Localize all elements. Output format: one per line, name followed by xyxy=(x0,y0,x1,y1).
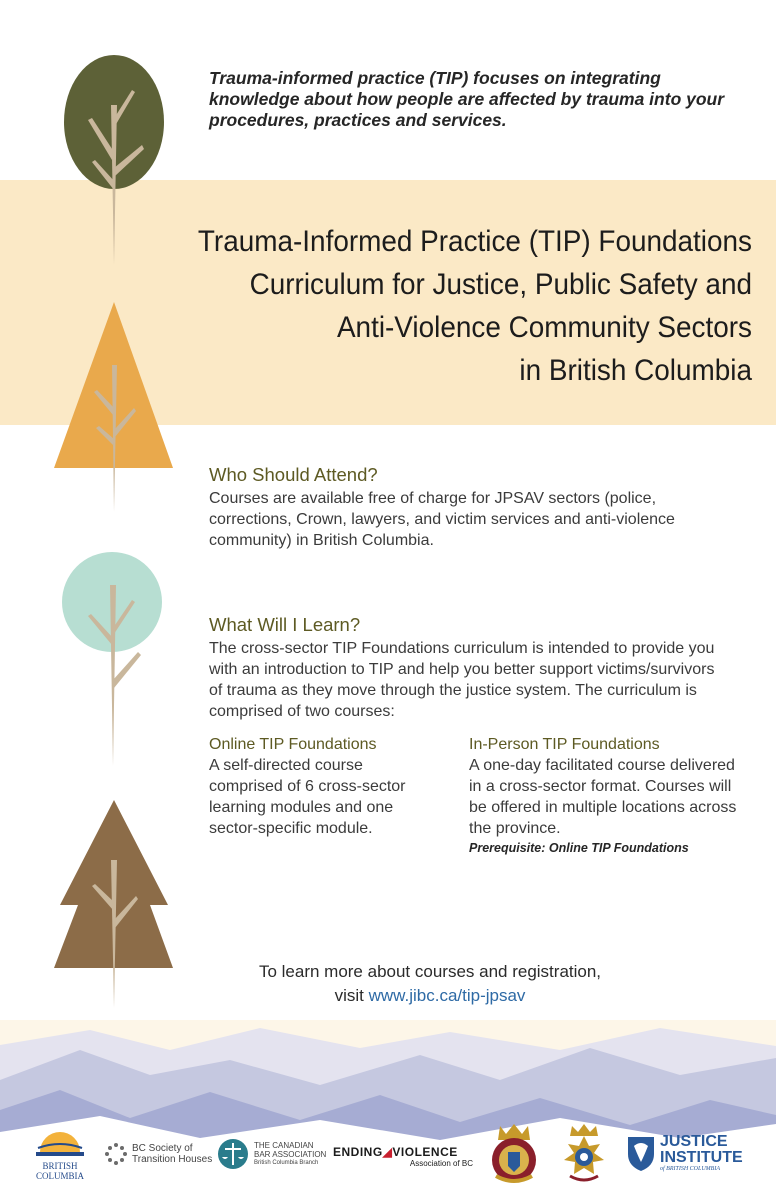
scales-icon xyxy=(218,1139,248,1169)
who-heading: Who Should Attend? xyxy=(209,464,378,485)
ev-slash-icon: ◢ xyxy=(382,1145,393,1159)
jibc-text: JUSTICE INSTITUTE of BRITISH COLUMBIA xyxy=(660,1133,743,1173)
cba-logo[interactable]: THE CANADIAN BAR ASSOCIATION British Col… xyxy=(217,1138,326,1170)
ev-title: ENDING◢VIOLENCE xyxy=(333,1145,473,1159)
title-line-1: Trauma-Informed Practice (TIP) Foundatio… xyxy=(197,225,752,258)
cta: To learn more about courses and registra… xyxy=(140,960,720,1008)
trees-illustration xyxy=(54,55,173,1008)
dots-circle-icon xyxy=(105,1143,127,1165)
who-body: Courses are available free of charge for… xyxy=(209,490,675,549)
prerequisite-note: Prerequisite: Online TIP Foundations xyxy=(469,841,689,855)
sun-icon xyxy=(36,1132,84,1156)
shield-icon xyxy=(628,1137,654,1171)
title-line-3: Anti-Violence Community Sectors xyxy=(336,311,752,344)
jibc-line-1: JUSTICE xyxy=(660,1133,728,1150)
tree-oval-icon xyxy=(64,55,164,265)
what-body: The cross-sector TIP Foundations curricu… xyxy=(209,640,715,720)
title-line-4: in British Columbia xyxy=(519,354,752,387)
what-heading: What Will I Learn? xyxy=(209,614,361,635)
tree-pine-icon xyxy=(54,800,173,1008)
bc-logo-text: BRITISH COLUMBIA xyxy=(35,1161,84,1181)
cba-text: THE CANADIAN BAR ASSOCIATION British Col… xyxy=(254,1141,326,1168)
bcsth-text: BC Society of Transition Houses xyxy=(132,1143,212,1165)
who-section: Who Should Attend? Courses are available… xyxy=(209,464,709,551)
title-line-2: Curriculum for Justice, Public Safety an… xyxy=(249,268,752,301)
cta-line: To learn more about courses and registra… xyxy=(258,962,602,981)
inperson-body: A one-day facilitated course delivered i… xyxy=(469,757,737,837)
page-title: Trauma-Informed Practice (TIP) Foundatio… xyxy=(175,220,752,392)
jibc-logo[interactable]: JUSTICE INSTITUTE of BRITISH COLUMBIA xyxy=(626,1134,743,1172)
tree-triangle-icon xyxy=(54,302,173,512)
inperson-heading: In-Person TIP Foundations xyxy=(469,736,660,753)
jibc-line-3: of BRITISH COLUMBIA xyxy=(660,1166,720,1172)
jibc-line-2: INSTITUTE xyxy=(660,1149,743,1166)
cba-line-2: BAR ASSOCIATION xyxy=(254,1149,327,1159)
bcsth-line-1: BC Society of xyxy=(132,1143,193,1154)
rcmp-crest-icon[interactable] xyxy=(486,1120,542,1186)
online-body: A self-directed course comprised of 6 cr… xyxy=(209,757,406,837)
ev-subtitle: Association of BC xyxy=(409,1159,473,1168)
mountains-illustration xyxy=(0,1020,776,1200)
cta-visit: visit xyxy=(334,986,364,1005)
what-section: What Will I Learn? The cross-sector TIP … xyxy=(209,614,719,722)
corrections-crest-icon[interactable] xyxy=(556,1120,612,1184)
cba-line-1: THE CANADIAN xyxy=(254,1140,314,1150)
ev-word-1: ENDING xyxy=(333,1145,383,1159)
ev-word-2: VIOLENCE xyxy=(392,1145,458,1159)
cba-line-3: British Columbia Branch xyxy=(254,1159,319,1166)
online-heading: Online TIP Foundations xyxy=(209,736,377,753)
online-course: Online TIP Foundations A self-directed c… xyxy=(209,734,434,839)
inperson-course: In-Person TIP Foundations A one-day faci… xyxy=(469,734,744,855)
bc-government-logo[interactable]: BRITISH COLUMBIA xyxy=(30,1122,90,1182)
bcsth-logo[interactable]: BC Society of Transition Houses xyxy=(104,1142,212,1166)
cta-visit-line: visit www.jibc.ca/tip-jpsav xyxy=(140,984,720,1008)
tree-round-icon xyxy=(62,552,162,766)
registration-link[interactable]: www.jibc.ca/tip-jpsav xyxy=(368,986,526,1005)
ending-violence-logo[interactable]: ENDING◢VIOLENCE Association of BC xyxy=(333,1145,473,1168)
bcsth-line-2: Transition Houses xyxy=(132,1154,213,1165)
intro-text: Trauma-informed practice (TIP) focuses o… xyxy=(209,68,725,130)
